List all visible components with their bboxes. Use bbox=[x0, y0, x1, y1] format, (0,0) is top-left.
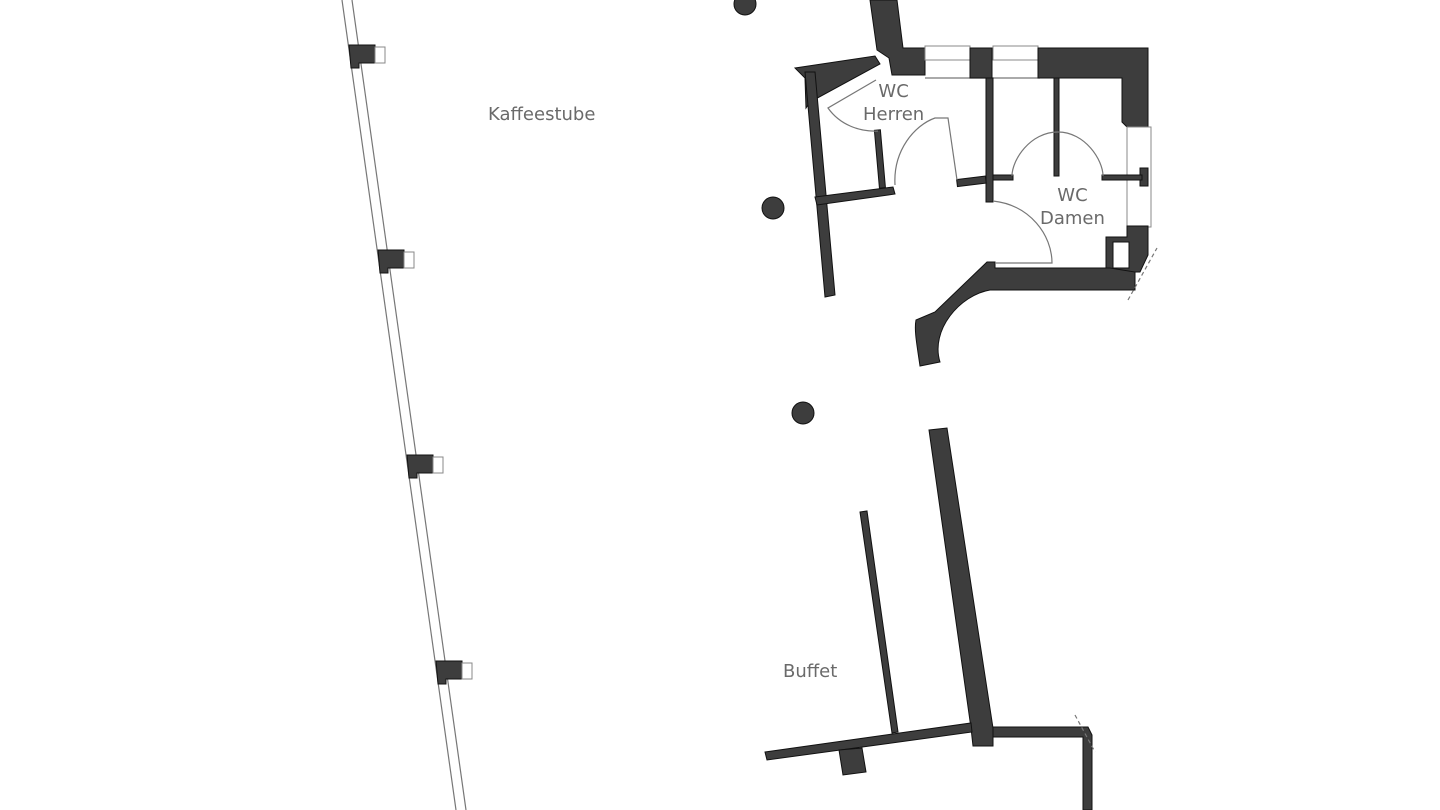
buffet-walls bbox=[764, 247, 1158, 810]
room-label-kaffeestube: Kaffeestube bbox=[488, 103, 595, 126]
room-subname: Damen bbox=[1040, 208, 1105, 229]
facade-posts bbox=[348, 44, 473, 685]
room-subname: Herren bbox=[863, 104, 925, 125]
room-label-wc-herren: WC Herren bbox=[863, 80, 924, 126]
room-label-buffet: Buffet bbox=[783, 660, 837, 683]
room-name: Buffet bbox=[783, 661, 838, 682]
columns bbox=[733, 0, 815, 425]
room-label-wc-damen: WC Damen bbox=[1040, 184, 1105, 230]
room-name: WC bbox=[878, 81, 909, 102]
wc-block bbox=[793, 0, 1152, 367]
room-name: WC bbox=[1057, 185, 1088, 206]
room-name: Kaffeestube bbox=[488, 104, 596, 125]
facade-wall bbox=[341, 0, 467, 810]
